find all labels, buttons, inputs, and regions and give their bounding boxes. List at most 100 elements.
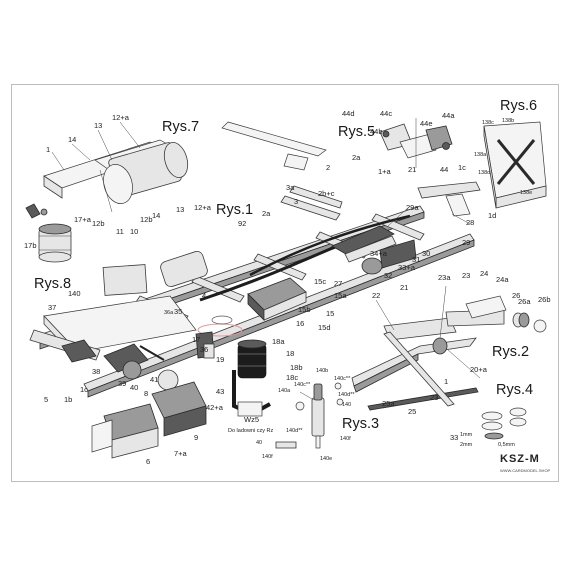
note-wz5-sub: Do ladowni czy Rz — [228, 428, 273, 434]
note-wz5: Wz5 — [244, 415, 259, 424]
label-32: 32 — [384, 271, 392, 280]
diagram-frame — [11, 84, 559, 482]
label-29a: 29a — [406, 203, 419, 212]
label-1c: 1c — [80, 385, 88, 394]
label-15c: 15c — [314, 277, 326, 286]
label-14-main: 14 — [152, 211, 160, 220]
title-rys2: Rys.2 — [492, 344, 529, 360]
label-140b: 140b — [316, 368, 328, 374]
label-40: 40 — [130, 383, 138, 392]
title-rys4: Rys.4 — [496, 382, 533, 398]
label-44b: 44b — [370, 127, 383, 136]
label-138d: 138d — [478, 170, 490, 176]
label-12a-main: 12+a — [194, 203, 212, 212]
label-140a: 140a — [278, 388, 291, 394]
label-2bc: 2b+c — [318, 189, 335, 198]
label-1: 1 — [46, 145, 50, 154]
label-140c: 140c** — [294, 382, 311, 388]
leader-lines — [51, 121, 481, 401]
label-18: 18 — [286, 349, 294, 358]
label-33a: 33+a — [398, 263, 416, 272]
label-13-main: 13 — [176, 205, 184, 214]
title-rys7: Rys.7 — [162, 119, 199, 135]
label-13: 13 — [94, 121, 102, 130]
label-44d: 44d — [342, 109, 355, 118]
label-35: 35 — [174, 307, 182, 316]
label-1-rys2: 1 — [444, 377, 448, 386]
label-17a: 17+a — [74, 215, 92, 224]
label-140c-2: 140c** — [334, 376, 351, 382]
label-44a: 44a — [442, 111, 455, 120]
rys5-fittings — [379, 118, 453, 168]
note-2mm: 2mm — [460, 442, 473, 448]
title-rys1: Rys.1 — [216, 202, 253, 218]
title-rys6: Rys.6 — [500, 98, 537, 114]
label-140d: 140d** — [338, 392, 355, 398]
label-26a: 26a — [518, 297, 531, 306]
rys2-frame-end — [351, 295, 547, 411]
label-15b: 15b — [298, 305, 311, 314]
figure-titles: Rys.7 Rys.5 Rys.6 Rys.1 Rys.8 Rys.2 Rys.… — [34, 98, 537, 432]
label-9: 9 — [194, 433, 198, 442]
label-44e: 44e — [420, 119, 433, 128]
label-12b: 12b — [92, 219, 105, 228]
label-15a: 15a — [334, 291, 347, 300]
part-number-labels: 1 14 13 12+a 17+a 12b 17b 11 10 12b 14 1… — [24, 109, 551, 466]
label-21-rys5: 21 — [408, 165, 416, 174]
label-1b: 1b — [64, 395, 72, 404]
label-140e: 140e — [320, 456, 332, 462]
rys7-tank-assembly — [43, 139, 189, 213]
label-25a: 25a — [382, 399, 395, 408]
label-1a: 1+a — [378, 167, 392, 176]
note-1mm: 1mm — [460, 432, 473, 438]
label-140: 140 — [342, 402, 351, 408]
label-3a: 3a — [286, 183, 295, 192]
label-39: 39 — [118, 379, 126, 388]
label-14: 14 — [68, 135, 76, 144]
label-26: 26 — [512, 291, 520, 300]
rys8-small-tank — [25, 203, 72, 263]
label-6: 6 — [146, 457, 150, 466]
label-18b: 18b — [290, 363, 303, 372]
label-36a: 36a — [164, 310, 174, 316]
label-138b: 138b — [502, 118, 514, 124]
title-rys3: Rys.3 — [342, 416, 379, 432]
label-18c: 18c — [286, 373, 298, 382]
label-19: 19 — [216, 355, 224, 364]
label-140: 140 — [68, 289, 81, 298]
label-12b-main: 12b — [140, 215, 153, 224]
label-23a: 23a — [438, 273, 451, 282]
label-44: 44 — [440, 165, 448, 174]
label-5: 5 — [44, 395, 48, 404]
label-24: 24 — [480, 269, 488, 278]
label-23-rys2: 23 — [430, 393, 438, 402]
note-05mm: 0,5mm — [498, 442, 515, 448]
label-15: 15 — [326, 309, 334, 318]
brand-logo: KSZ-M WWW.CARDMODEL.SHOP — [500, 453, 551, 473]
title-rys8: Rys.8 — [34, 276, 71, 292]
label-1c-top: 1c — [458, 163, 466, 172]
label-29: 29 — [462, 238, 470, 247]
label-15d: 15d — [318, 323, 331, 332]
label-8: 8 — [144, 389, 148, 398]
label-2a-top: 2a — [352, 153, 361, 162]
label-21: 21 — [400, 283, 408, 292]
rys4-springs — [481, 407, 527, 440]
title-rys5: Rys.5 — [338, 124, 375, 140]
label-92: 92 — [238, 219, 246, 228]
label-18a: 18a — [272, 337, 285, 346]
label-140f: 140f — [340, 436, 351, 442]
label-11: 11 — [116, 227, 124, 236]
label-26b: 26b — [538, 295, 551, 304]
label-43: 43 — [216, 387, 224, 396]
label-3: 3 — [294, 197, 298, 206]
label-138c: 138c — [482, 120, 494, 126]
label-17b: 17b — [24, 241, 37, 250]
label-2a: 2a — [262, 209, 271, 218]
label-140f-2: 140f — [262, 454, 273, 460]
label-33: 33 — [450, 433, 458, 442]
label-28: 28 — [466, 218, 474, 227]
brand-logo-text: KSZ-M — [500, 453, 540, 465]
